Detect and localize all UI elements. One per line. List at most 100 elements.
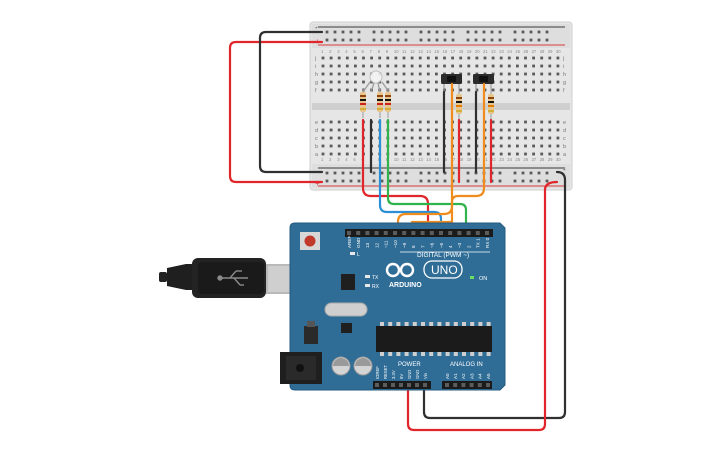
digital-pin-label: 4 [448,245,453,248]
digital-pin-hole[interactable] [448,231,453,235]
digital-pin-hole[interactable] [457,231,462,235]
column-number: 15 [434,157,439,162]
digital-pin-hole[interactable] [347,231,351,235]
resistor-2[interactable] [377,88,383,118]
analog-pin-label: A4 [478,373,483,379]
column-number: 24 [507,157,512,162]
column-number: 13 [418,49,423,54]
digital-pin-label: ~9 [402,242,407,248]
column-number: 14 [426,49,431,54]
column-number: 11 [402,157,407,162]
digital-pin-label: 2 [466,245,471,248]
analog-pin-hole[interactable] [486,383,490,387]
column-number: 17 [451,157,456,162]
power-pin-hole[interactable] [423,383,427,387]
rgb-led[interactable] [362,70,390,93]
wire-orange-button-2[interactable] [410,82,486,232]
digital-pin-hole[interactable] [429,231,434,235]
column-number: 30 [556,157,561,162]
power-pin-label: 5V [399,374,404,379]
column-number: 3 [337,157,340,162]
analog-pin-label: A3 [469,373,474,379]
digital-pin-hole[interactable] [420,231,425,235]
analog-pin-hole[interactable] [453,383,458,387]
resistor-5[interactable] [488,88,494,120]
power-pin-hole[interactable] [375,383,379,387]
row-letter: h [563,72,566,78]
wire-red-led[interactable] [361,118,430,232]
wire-red-rail-left[interactable] [228,40,324,184]
digital-pin-label: ~10 [393,240,398,248]
row-letter: c [315,136,318,142]
wire-black-rail-left[interactable] [258,30,324,174]
power-pin-hole[interactable] [391,383,395,387]
wire-red-5v[interactable] [406,180,559,432]
row-letter: f [563,88,565,94]
column-number: 10 [394,157,399,162]
digital-pin-hole[interactable] [466,231,471,235]
row-letter: j [314,56,316,62]
power-pin-label: 3.3V [391,370,396,379]
digital-pin-hole[interactable] [393,231,397,235]
column-number: 5 [353,49,356,54]
column-number: 25 [515,49,520,54]
column-number: 26 [524,157,529,162]
column-number: 2 [329,157,332,162]
column-number: 29 [548,49,553,54]
column-number: 22 [491,157,496,162]
digital-pin-label: ~11 [384,240,389,248]
column-number: 20 [475,49,480,54]
wire-black-gnd[interactable] [422,170,567,420]
column-number: 29 [548,157,553,162]
row-letter: b [563,144,566,150]
rail-minus-label-bottom: - [563,165,566,174]
row-letter: g [315,80,318,86]
digital-pin-hole[interactable] [356,231,361,235]
column-number: 30 [556,49,561,54]
digital-pin-hole[interactable] [374,231,379,235]
wire-blue[interactable] [378,118,443,232]
analog-pin-hole[interactable] [461,383,466,387]
power-pin-hole[interactable] [407,383,411,387]
digital-pin-label: 12 [374,242,379,248]
row-letter: j [562,56,564,62]
column-number: 9 [386,49,389,54]
power-pin-hole[interactable] [415,383,419,387]
column-number: 22 [491,49,496,54]
column-number: 16 [443,157,448,162]
column-number: 23 [499,157,504,162]
pushbutton-1[interactable] [441,74,462,92]
column-number: 11 [402,49,407,54]
power-pin-hole[interactable] [399,383,403,387]
power-pin-hole[interactable] [383,383,387,387]
digital-pin-hole[interactable] [411,231,416,235]
reset-button[interactable] [300,232,320,250]
analog-pin-label: A2 [461,373,466,379]
digital-pin-hole[interactable] [402,231,407,235]
column-number: 8 [378,49,381,54]
digital-pin-hole[interactable] [475,231,480,235]
power-pin-label: IOREF [375,366,380,379]
digital-pin-hole[interactable] [439,231,443,235]
row-letter: e [315,120,318,126]
on-label: ON [479,276,487,282]
wire-green[interactable] [386,118,468,232]
column-number: 21 [483,49,488,54]
resistor-1[interactable] [360,88,366,118]
resistor-3[interactable] [385,88,391,118]
analog-pin-hole[interactable] [445,383,449,387]
model-label: UNO [431,263,458,277]
digital-pin-hole[interactable] [383,231,388,235]
analog-pin-hole[interactable] [469,383,474,387]
column-number: 28 [540,157,545,162]
resistor-4[interactable] [456,88,462,120]
digital-pin-hole[interactable] [485,231,489,235]
column-number: 28 [540,49,545,54]
usb-chip [341,274,355,290]
column-number: 12 [410,157,415,162]
digital-pin-hole[interactable] [365,231,370,235]
analog-pin-hole[interactable] [477,383,482,387]
